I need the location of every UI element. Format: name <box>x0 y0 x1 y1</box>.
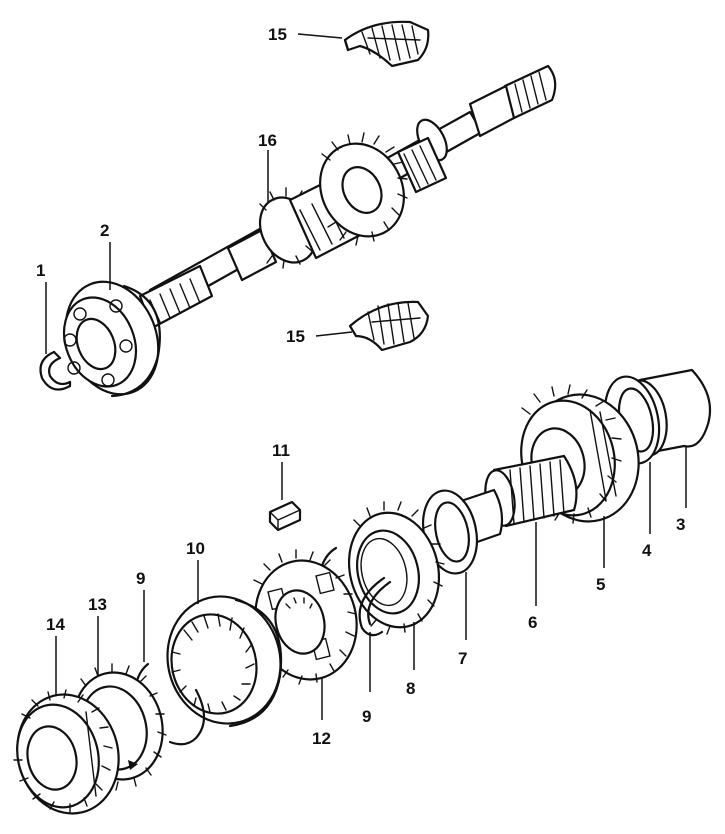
callout-2: 2 <box>100 221 109 240</box>
synchronizer-ring-8 <box>347 501 445 635</box>
circlip-1 <box>39 350 72 391</box>
callout-9-right: 9 <box>362 707 371 726</box>
synchronizer-spring-9-right <box>320 546 392 637</box>
callout-11: 11 <box>272 441 290 460</box>
callout-5: 5 <box>596 575 605 594</box>
callout-12: 12 <box>312 729 331 748</box>
leader-15-bottom <box>315 331 353 337</box>
needle-bearing-half-top <box>343 20 430 68</box>
leader-15-top <box>297 33 343 39</box>
callout-14: 14 <box>46 615 65 634</box>
ball-bearing-2 <box>62 280 161 398</box>
callout-9-left: 9 <box>136 569 145 588</box>
callout-7: 7 <box>458 649 467 668</box>
needle-bearing-half-bottom <box>348 300 430 352</box>
callout-6: 6 <box>528 613 537 632</box>
callout-13: 13 <box>88 595 107 614</box>
callout-4: 4 <box>642 541 652 560</box>
callout-15-bottom: 15 <box>286 327 305 346</box>
callout-10: 10 <box>186 539 205 558</box>
callout-8: 8 <box>406 679 415 698</box>
shifting-key-11 <box>268 500 302 532</box>
callout-1: 1 <box>36 261 45 280</box>
gear-cluster-16 <box>258 132 448 269</box>
callout-16: 16 <box>258 131 277 150</box>
synchronizer-sleeve-10 <box>166 595 283 728</box>
callout-15-top: 15 <box>268 25 287 44</box>
helical-gear-14 <box>13 689 120 815</box>
callout-3: 3 <box>676 515 685 534</box>
